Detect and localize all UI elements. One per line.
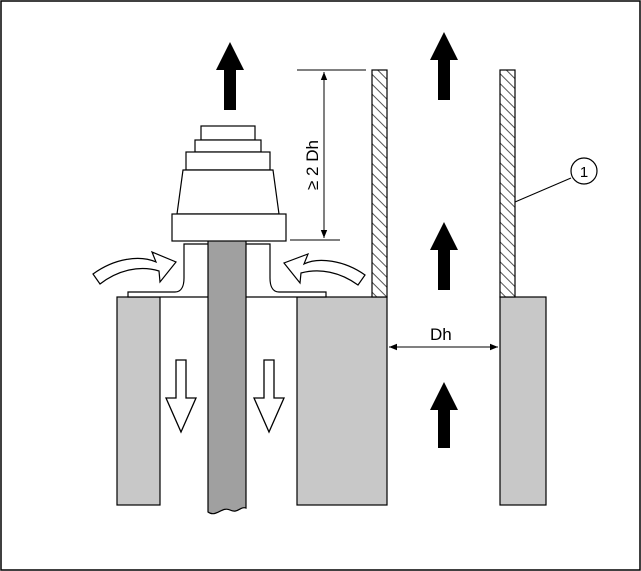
chimney-wall-left xyxy=(371,69,388,298)
up-arrow-icon xyxy=(216,42,244,110)
cowl-ring-2 xyxy=(194,139,262,153)
flow-arrows-down xyxy=(165,359,285,434)
cowl-top-ring xyxy=(200,125,256,141)
height-dimension: ≥ 2 Dh xyxy=(290,69,366,241)
right-wall xyxy=(499,296,547,506)
left-shaft-wall xyxy=(116,296,161,506)
down-arrow-icon xyxy=(165,359,197,434)
down-arrow-icon xyxy=(253,359,285,434)
flue-pipe xyxy=(207,235,247,515)
cowl-ring-3 xyxy=(185,151,271,171)
cowl-body xyxy=(176,169,280,215)
callout-1: 1 xyxy=(514,157,598,203)
width-dimension: Dh xyxy=(389,325,498,351)
chimney-wall-right xyxy=(499,69,516,298)
up-arrow-icon xyxy=(430,382,458,448)
middle-wall xyxy=(296,296,388,506)
width-dimension-label: Dh xyxy=(430,325,452,344)
curved-inflow-arrow-right-icon xyxy=(283,252,366,286)
height-dimension-label: ≥ 2 Dh xyxy=(303,140,322,190)
flow-arrows-up xyxy=(216,32,458,448)
up-arrow-icon xyxy=(430,222,458,290)
callout-circle xyxy=(570,157,598,185)
callout-number: 1 xyxy=(580,164,588,181)
cowl-base xyxy=(171,213,287,242)
curved-inflow-arrow-left-icon xyxy=(92,250,177,285)
up-arrow-icon xyxy=(430,32,458,100)
